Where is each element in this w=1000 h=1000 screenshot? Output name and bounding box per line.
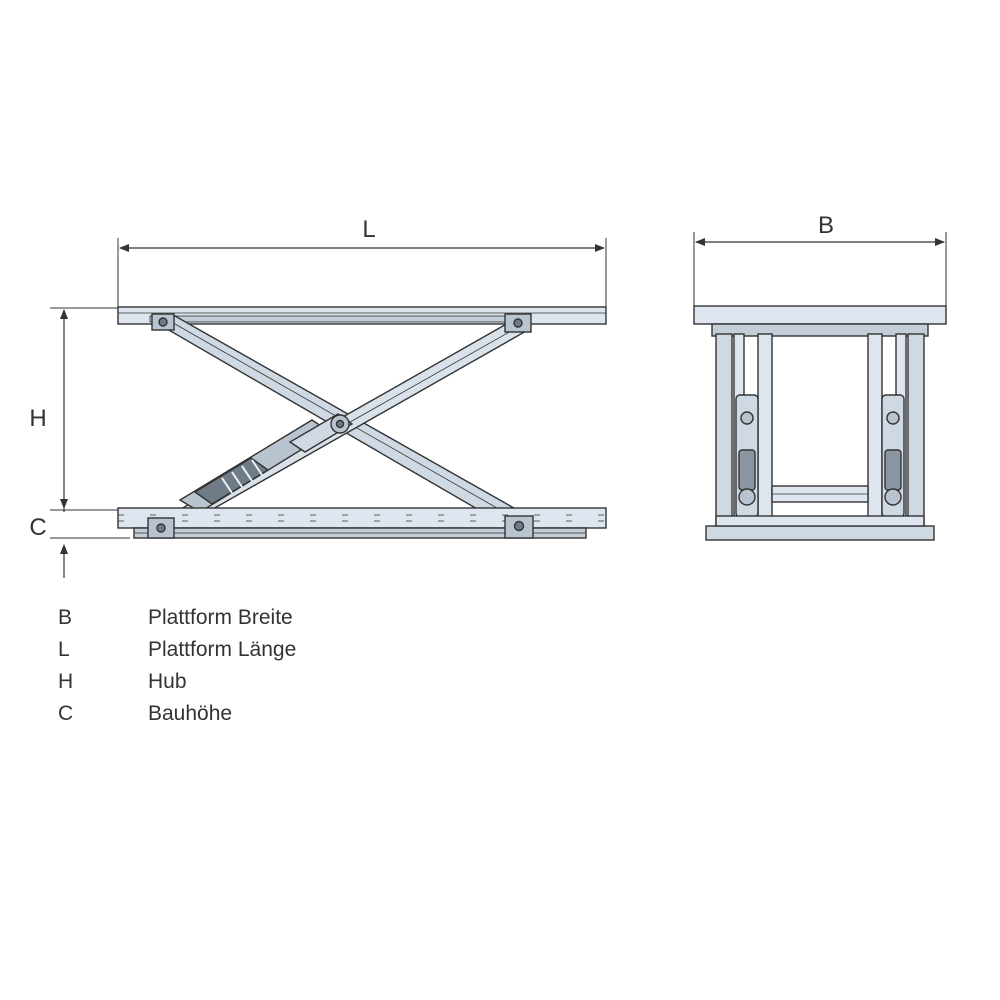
- top-joints: [151, 313, 532, 333]
- legend-text: Hub: [148, 670, 187, 693]
- lift-label: H: [29, 405, 46, 432]
- legend-key: B: [58, 606, 73, 629]
- legend-row-h: H Hub: [58, 666, 296, 698]
- length-dimension: [117, 238, 607, 310]
- front-base: [705, 525, 935, 541]
- top-platform: [117, 306, 607, 325]
- legend-row-c: C Bauhöhe: [58, 698, 296, 730]
- lift-dimension: [50, 307, 120, 511]
- side-view: [50, 238, 607, 578]
- legend-text: Plattform Breite: [148, 606, 293, 629]
- legend-row-l: L Plattform Länge: [58, 634, 296, 666]
- height-label: C: [29, 514, 46, 541]
- width-label: B: [818, 212, 834, 239]
- front-view: [693, 232, 947, 541]
- legend: B Plattform Breite L Plattform Länge H H…: [58, 602, 296, 730]
- legend-key: C: [58, 702, 74, 725]
- base-frame: [117, 507, 607, 539]
- legend-text: Bauhöhe: [148, 702, 233, 725]
- length-label: L: [362, 216, 375, 243]
- legend-row-b: B Plattform Breite: [58, 602, 296, 634]
- legend-key: H: [58, 670, 74, 693]
- front-platform: [693, 305, 947, 325]
- legend-text: Plattform Länge: [148, 638, 297, 661]
- front-cylinders: [735, 394, 905, 518]
- height-dimension: [50, 508, 130, 578]
- width-dimension: [693, 232, 947, 306]
- hydraulic-cylinder: [178, 413, 354, 513]
- legend-key: L: [58, 638, 70, 661]
